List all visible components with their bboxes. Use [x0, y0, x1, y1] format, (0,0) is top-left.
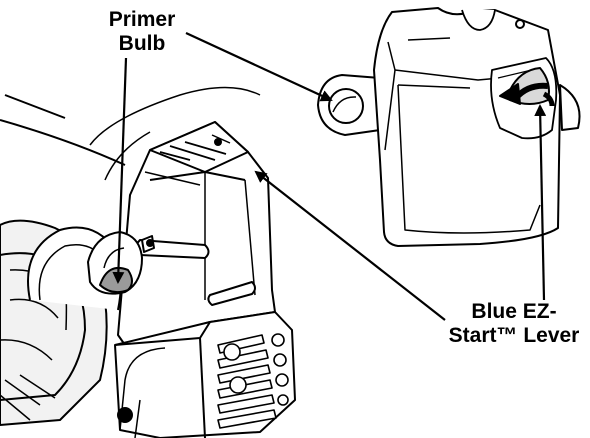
primer-bulb-label-line-2: Bulb [118, 32, 166, 55]
leader-lever-main [254, 170, 446, 321]
ez-start-lever-label-line-2: Start™ Lever [448, 324, 580, 347]
leader-primer-bulb-inset [185, 32, 333, 102]
primer-bulb-label: Primer Bulb [96, 8, 188, 56]
ez-start-lever-label-line-1: Blue EZ- [471, 300, 557, 323]
leader-lines [112, 32, 547, 321]
leader-primer-bulb [112, 57, 128, 284]
leader-lever-inset [534, 104, 547, 301]
ez-start-housing-inset [317, 7, 581, 247]
engine-unit [0, 86, 296, 438]
ez-start-lever-label: Blue EZ- Start™ Lever [438, 300, 590, 348]
primer-bulb-label-line-1: Primer [108, 8, 176, 31]
